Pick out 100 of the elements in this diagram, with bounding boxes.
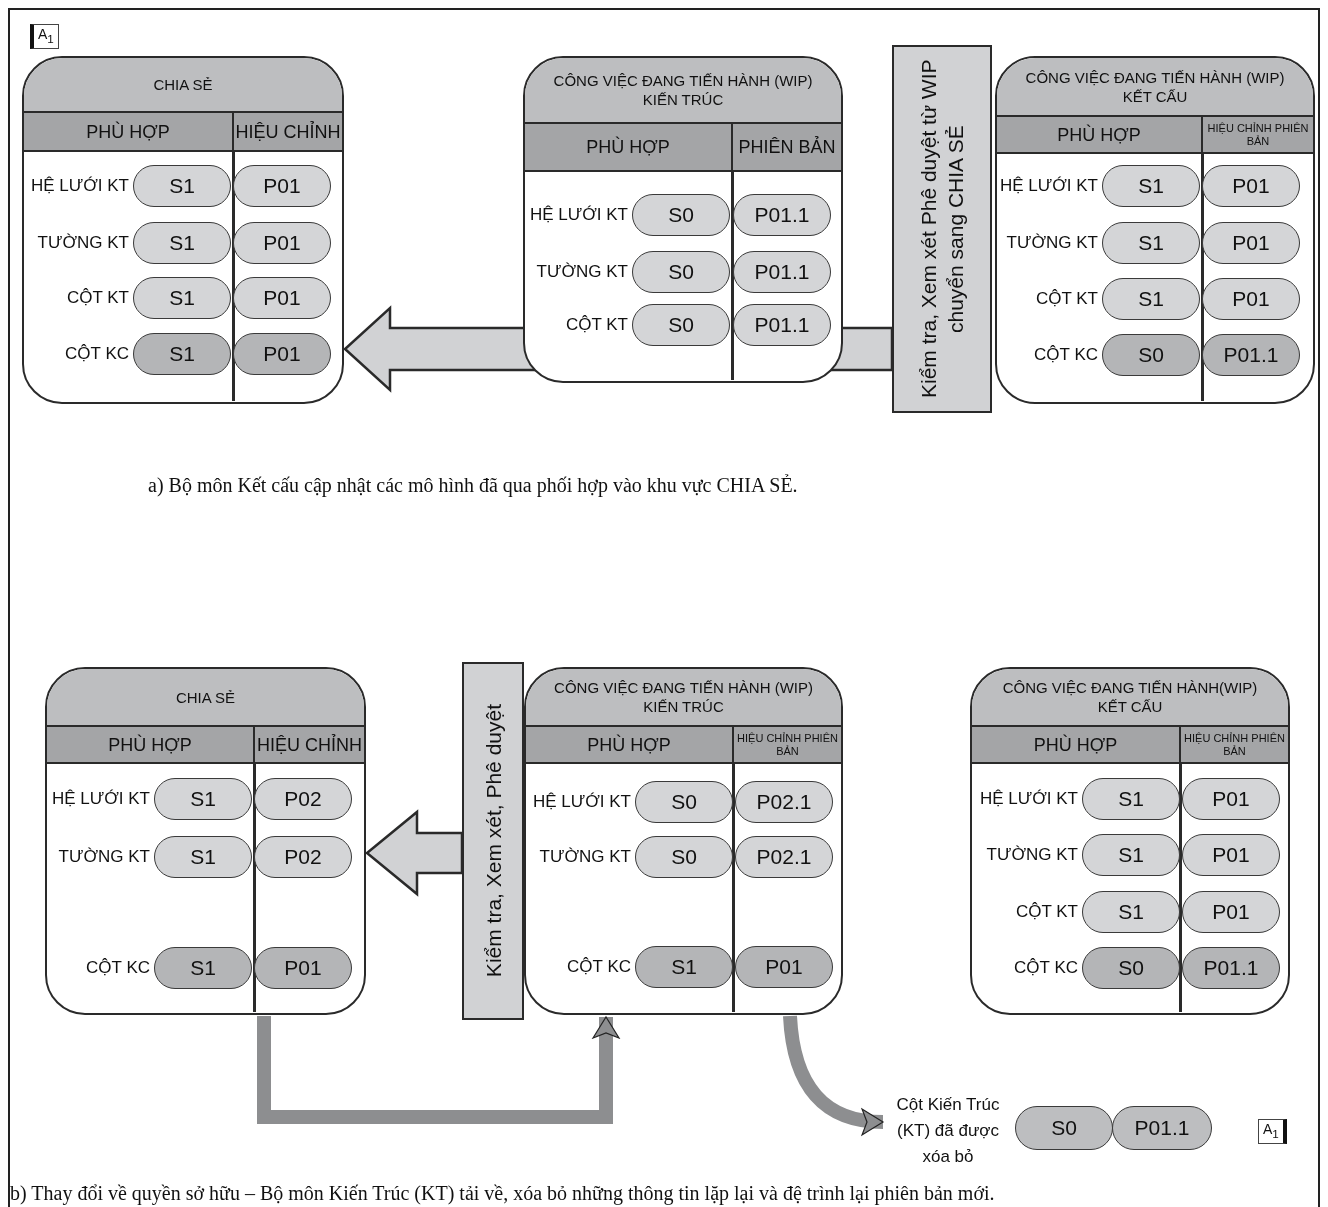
- column-header: PHÙ HỢP: [525, 124, 731, 172]
- panel-title: CÔNG VIỆC ĐANG TIẾN HÀNH (WIP) KIẾN TRÚC: [525, 58, 841, 124]
- revision-pill: P01: [233, 333, 331, 375]
- revision-pill: P01: [233, 222, 331, 264]
- panel-card: [524, 667, 843, 1015]
- status-pill: S0: [635, 836, 733, 878]
- revision-pill: P01: [1202, 165, 1300, 207]
- status-pill: S0: [632, 304, 730, 346]
- status-pill: S1: [133, 333, 231, 375]
- row-label: CỘT KC: [1013, 957, 1078, 979]
- column-header: HIỆU CHỈNH: [232, 113, 342, 152]
- revision-pill: P01: [1182, 834, 1280, 876]
- status-pill: S1: [1102, 165, 1200, 207]
- row-label: TƯỜNG KT: [57, 846, 150, 868]
- row-label: HỆ LƯỚI KT: [531, 791, 631, 813]
- status-pill: S1: [1082, 834, 1180, 876]
- row-label: CỘT KT: [564, 314, 628, 336]
- revision-pill: P01: [254, 947, 352, 989]
- revision-pill: P01.1: [733, 194, 831, 236]
- status-pill: S1: [133, 277, 231, 319]
- panel-title: CÔNG VIỆC ĐANG TIẾN HÀNH (WIP) KẾT CẤU: [997, 58, 1313, 117]
- row-label: HỆ LƯỚI KT: [50, 788, 150, 810]
- revision-pill: P01.1: [733, 251, 831, 293]
- row-label: HỆ LƯỚI KT: [29, 175, 129, 197]
- status-pill: S1: [1102, 278, 1200, 320]
- note-text: Cột Kiến Trúc (KT) đã được xóa bỏ: [884, 1092, 1012, 1170]
- revision-pill: P01: [735, 946, 833, 988]
- panel-title: CHIA SẺ: [47, 669, 364, 727]
- caption-text: b) Thay đổi về quyền sở hữu – Bộ môn Kiến Trúc (KT) tải về, xóa bỏ những thông tin lặp lại và đệ trình lại phiên bản mới.: [10, 1182, 995, 1205]
- revision-pill: P02.1: [735, 781, 833, 823]
- row-label: HỆ LƯỚI KT: [999, 175, 1098, 197]
- status-pill: S0: [632, 251, 730, 293]
- panel-card: [995, 56, 1315, 404]
- row-label: CỘT KC: [64, 343, 129, 365]
- status-pill: S0: [1082, 947, 1180, 989]
- panel-title: CHIA SẺ: [24, 58, 342, 113]
- column-header: HIỆU CHỈNH PHIÊN BẢN: [732, 727, 841, 764]
- panel-title: CÔNG VIỆC ĐANG TIẾN HÀNH (WIP) KIẾN TRÚC: [526, 669, 841, 727]
- status-pill: S0: [1015, 1106, 1113, 1150]
- text-box: [892, 45, 992, 413]
- panel-card: [45, 667, 366, 1015]
- row-label: HỆ LƯỚI KT: [978, 788, 1078, 810]
- row-label: TƯỜNG KT: [985, 844, 1078, 866]
- row-label: CỘT KT: [65, 287, 129, 309]
- status-pill: S1: [133, 165, 231, 207]
- status-pill: S0: [1102, 334, 1200, 376]
- row-label: CỘT KT: [1014, 901, 1078, 923]
- block-arrow: [343, 305, 894, 393]
- column-header: PHÙ HỢP: [24, 113, 232, 152]
- text-box: [462, 662, 524, 1020]
- revision-pill: P01.1: [1202, 334, 1300, 376]
- revision-pill: P01: [233, 277, 331, 319]
- status-pill: S1: [1082, 891, 1180, 933]
- row-label: TƯỜNG KT: [1005, 232, 1098, 254]
- revision-pill: P01: [1202, 222, 1300, 264]
- status-pill: S1: [1102, 222, 1200, 264]
- column-header: PHÙ HỢP: [526, 727, 732, 764]
- section-marker: A$_{1}$: [30, 24, 59, 49]
- column-header: PHÙ HỢP: [47, 727, 253, 764]
- revision-pill: P01.1: [1112, 1106, 1212, 1150]
- status-pill: S1: [133, 222, 231, 264]
- status-pill: S1: [635, 946, 733, 988]
- revision-pill: P01: [1182, 891, 1280, 933]
- revision-pill: P01.1: [1182, 947, 1280, 989]
- rotated-text: Kiểm tra, Xem xét, Phê duyệt: [480, 704, 506, 978]
- revision-pill: P01: [1202, 278, 1300, 320]
- arrow: [257, 1016, 620, 1124]
- arrow: [783, 1015, 884, 1135]
- status-pill: S1: [154, 836, 252, 878]
- row-label: CỘT KC: [85, 957, 150, 979]
- row-label: HỆ LƯỚI KT: [528, 204, 628, 226]
- status-pill: S0: [632, 194, 730, 236]
- status-pill: S1: [1082, 778, 1180, 820]
- revision-pill: P02: [254, 836, 352, 878]
- row-label: TƯỜNG KT: [538, 846, 631, 868]
- status-pill: S1: [154, 947, 252, 989]
- section-marker: A$_{1}$: [1258, 1119, 1287, 1144]
- row-label: CỘT KC: [1033, 344, 1098, 366]
- panel-card: [523, 56, 843, 383]
- revision-pill: P02: [254, 778, 352, 820]
- row-label: CỘT KC: [566, 956, 631, 978]
- row-label: TƯỜNG KT: [36, 232, 129, 254]
- panel-card: [22, 56, 344, 404]
- caption-text: a) Bộ môn Kết cấu cập nhật các mô hình đã qua phối hợp vào khu vực CHIA SẺ.: [148, 474, 798, 497]
- panel-card: [970, 667, 1290, 1015]
- rotated-text: Kiểm tra, Xem xét Phê duyệt từ WIP chuyển sang CHIA SẺ: [916, 58, 968, 401]
- column-header: PHIÊN BẢN: [731, 124, 841, 172]
- column-header: PHÙ HỢP: [997, 117, 1201, 154]
- revision-pill: P01.1: [733, 304, 831, 346]
- status-pill: S1: [154, 778, 252, 820]
- panel-title: CÔNG VIỆC ĐANG TIẾN HÀNH(WIP) KẾT CẤU: [972, 669, 1288, 727]
- revision-pill: P01: [1182, 778, 1280, 820]
- column-header: HIỆU CHỈNH PHIÊN BẢN: [1201, 117, 1313, 154]
- column-header: HIỆU CHỈNH PHIÊN BẢN: [1179, 727, 1288, 764]
- column-header: HIỆU CHỈNH: [253, 727, 364, 764]
- status-pill: S0: [635, 781, 733, 823]
- block-arrow: [365, 809, 464, 897]
- column-header: PHÙ HỢP: [972, 727, 1179, 764]
- row-label: TƯỜNG KT: [535, 261, 628, 283]
- row-label: CỘT KT: [1034, 288, 1098, 310]
